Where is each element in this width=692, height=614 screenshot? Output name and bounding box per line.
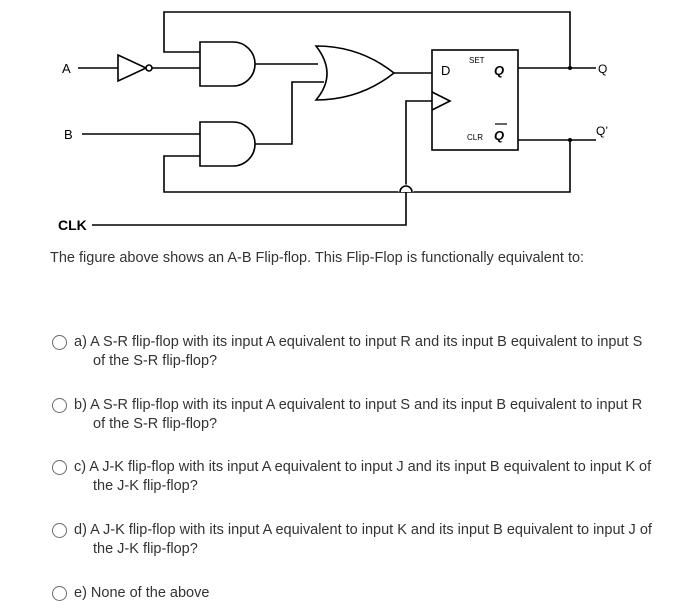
radio-button-d[interactable] bbox=[52, 523, 67, 538]
junction-dot bbox=[568, 138, 572, 142]
answer-option-e-label: e) None of the above bbox=[74, 585, 210, 601]
label-clock: CLK bbox=[58, 217, 87, 233]
label-ff-set: SET bbox=[469, 56, 485, 65]
wire-crossover-hop-line bbox=[399, 185, 413, 193]
answer-option-b-label: b) A S-R flip-flop with its input A equi… bbox=[74, 397, 643, 432]
label-out-qprime: Q’ bbox=[596, 124, 608, 138]
and-gate-top bbox=[199, 41, 256, 87]
wire-clock bbox=[92, 100, 432, 226]
wire-qbar-feedback bbox=[163, 140, 571, 193]
not-gate-bubble bbox=[145, 64, 153, 72]
answer-option-c-label: c) A J-K flip-flop with its input A equi… bbox=[74, 459, 652, 494]
wire-q-feedback bbox=[163, 11, 571, 68]
radio-button-a[interactable] bbox=[52, 335, 67, 350]
wire-and-bottom-out bbox=[255, 81, 324, 145]
label-out-q: Q bbox=[598, 62, 607, 76]
label-input-b: B bbox=[64, 127, 73, 142]
clock-triangle bbox=[431, 91, 452, 111]
not-gate bbox=[117, 53, 148, 83]
radio-button-c[interactable] bbox=[52, 460, 67, 475]
label-ff-q: Q bbox=[494, 63, 504, 78]
answer-option-e[interactable]: e) None of the above bbox=[52, 584, 652, 603]
d-flip-flop bbox=[431, 49, 519, 151]
label-input-a: A bbox=[62, 61, 71, 76]
label-ff-qbar: Q bbox=[494, 128, 504, 143]
label-ff-d: D bbox=[441, 63, 450, 78]
answer-option-d[interactable]: d) A J-K flip-flop with its input A equi… bbox=[52, 521, 652, 559]
flip-flop-circuit-diagram: A B CLK D SET Q CLR Q Q Q’ bbox=[58, 11, 608, 233]
answer-option-d-label: d) A J-K flip-flop with its input A equi… bbox=[74, 522, 652, 557]
question-text: The figure above shows an A-B Flip-flop.… bbox=[50, 250, 585, 266]
radio-button-e[interactable] bbox=[52, 586, 67, 601]
or-gate bbox=[314, 45, 396, 101]
answer-option-b[interactable]: b) A S-R flip-flop with its input A equi… bbox=[52, 396, 652, 434]
answer-option-c[interactable]: c) A J-K flip-flop with its input A equi… bbox=[52, 458, 652, 496]
junction-dot bbox=[568, 66, 572, 70]
answer-option-a[interactable]: a) A S-R flip-flop with its input A equi… bbox=[52, 333, 652, 371]
and-gate-bottom bbox=[199, 121, 256, 167]
answer-option-a-label: a) A S-R flip-flop with its input A equi… bbox=[74, 334, 643, 369]
radio-button-b[interactable] bbox=[52, 398, 67, 413]
label-ff-clr: CLR bbox=[467, 133, 483, 142]
